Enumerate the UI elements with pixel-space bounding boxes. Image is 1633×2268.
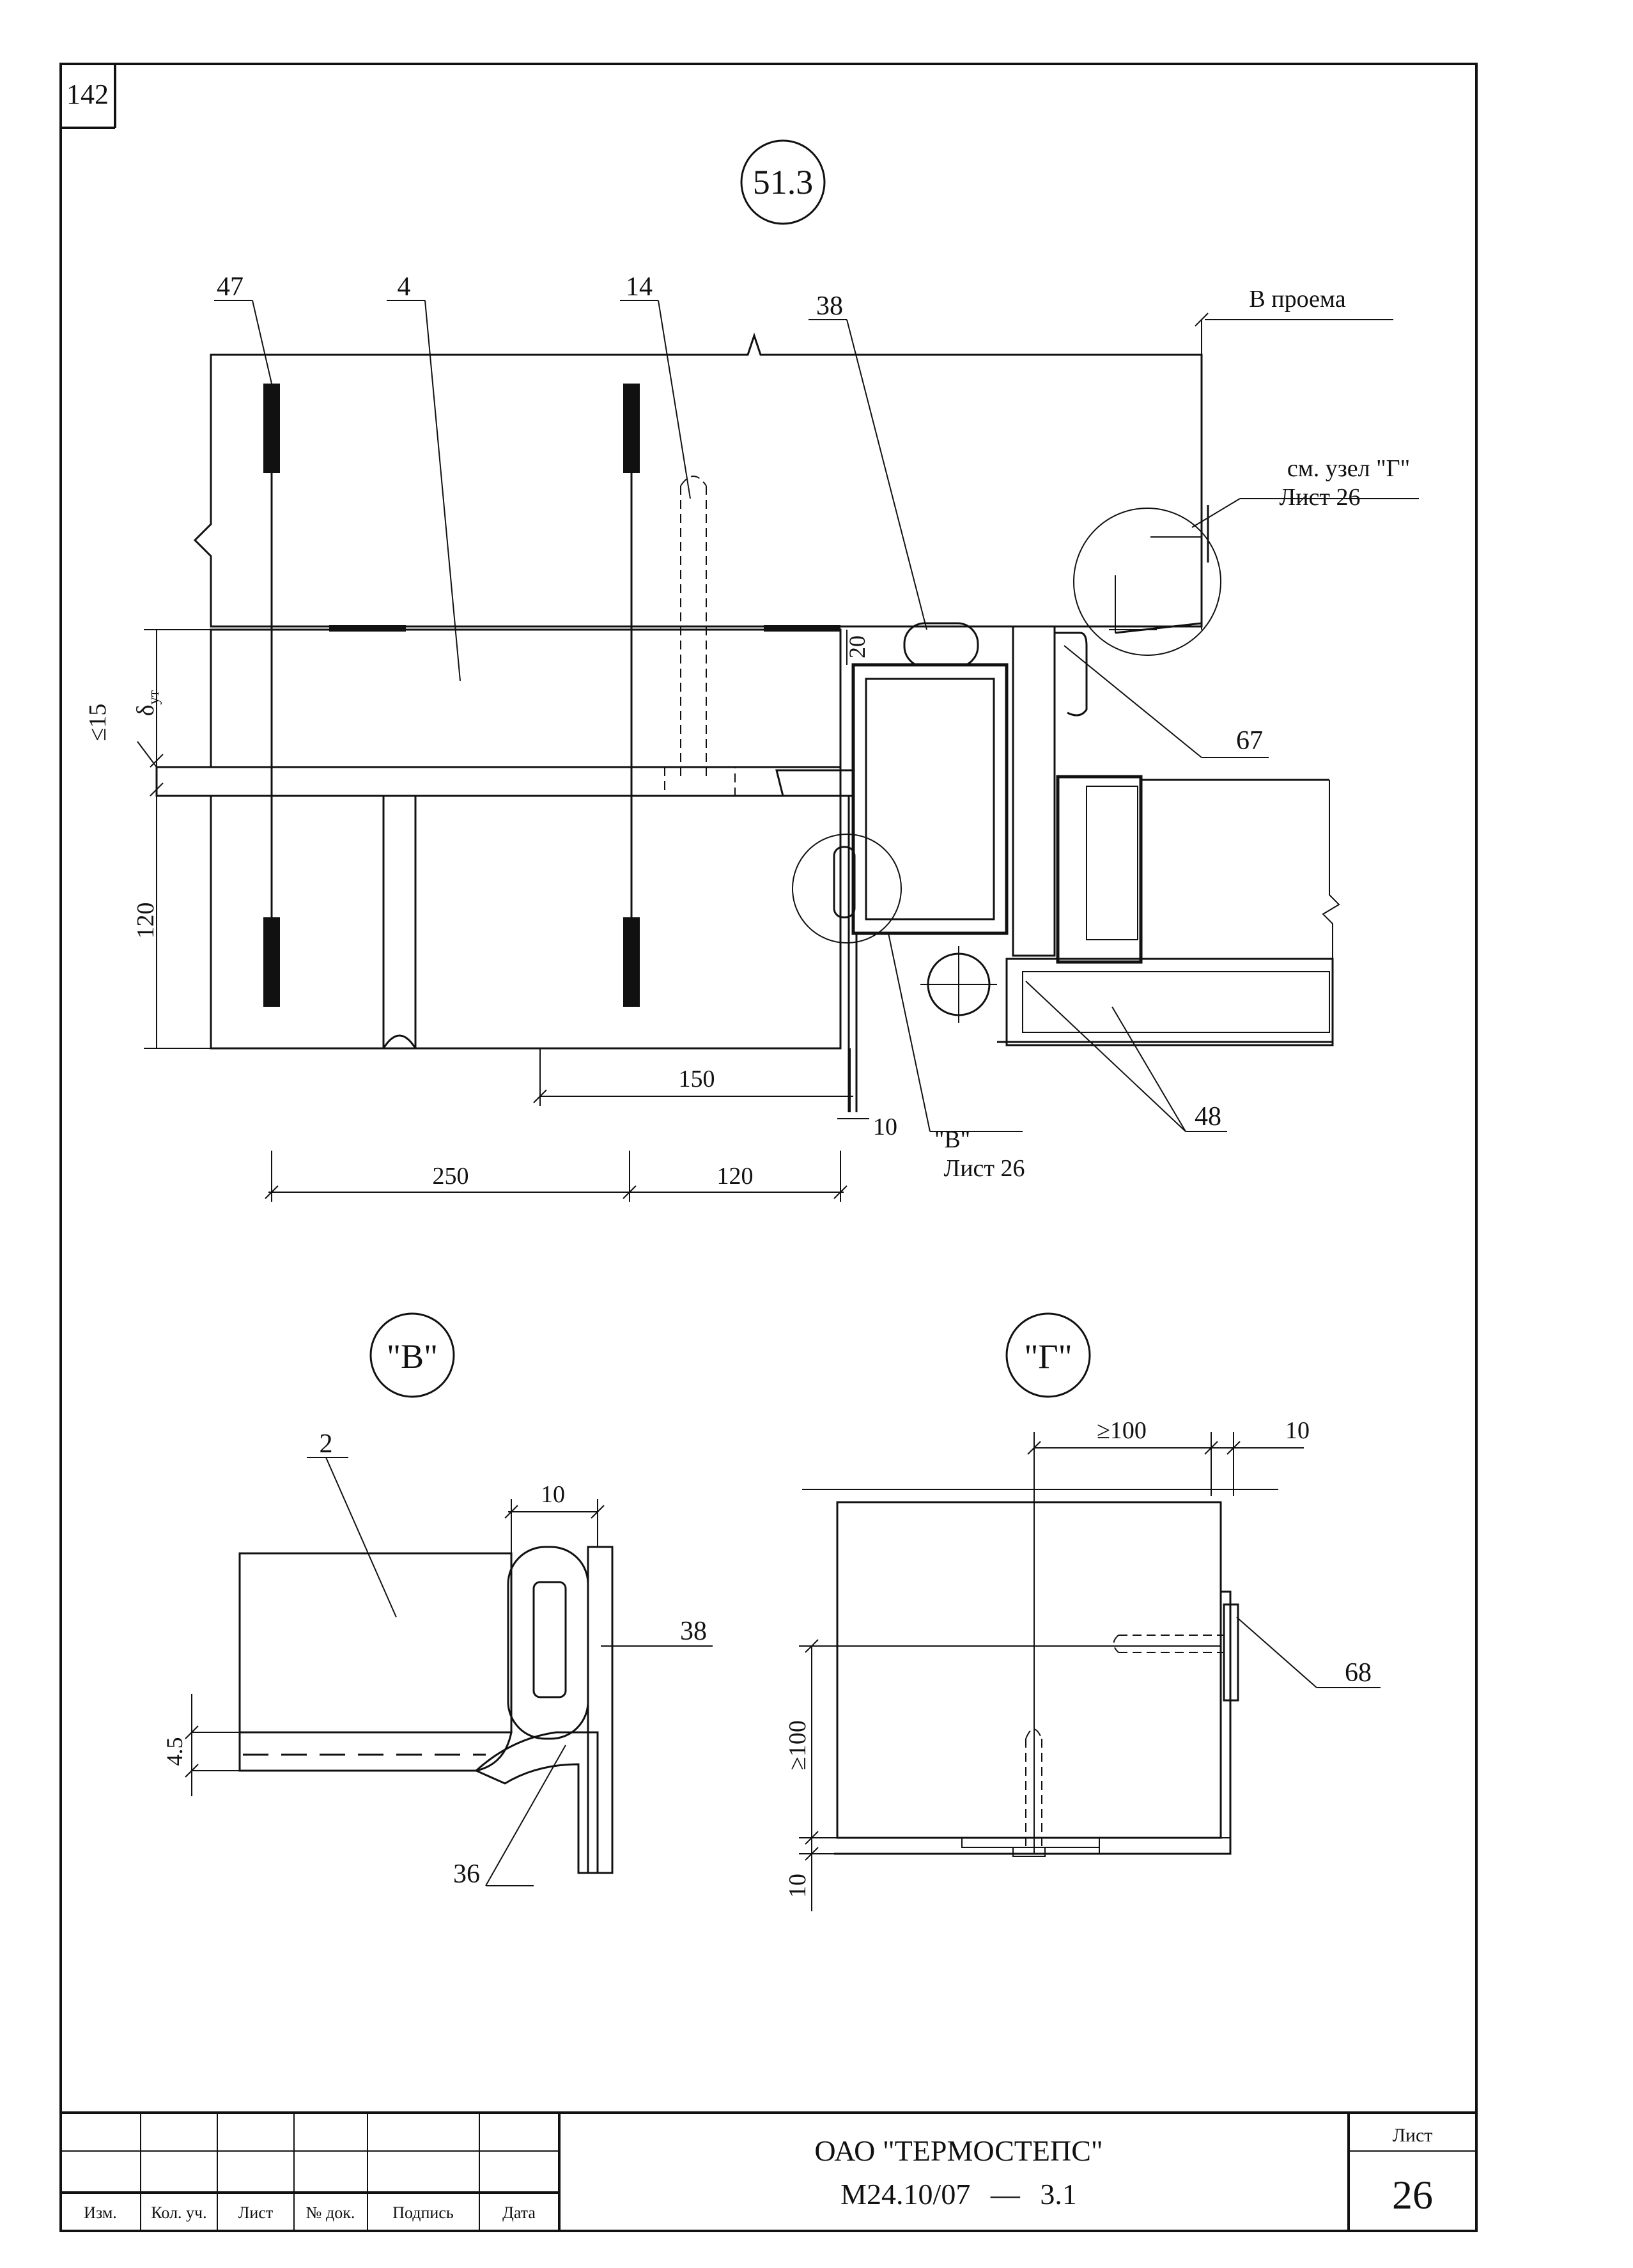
detail-g-callout-68: 68	[1345, 1658, 1372, 1688]
detail-g-dim-100-v: ≥100	[784, 1720, 811, 1770]
detail-g-title-circle	[1005, 1312, 1091, 1398]
callout-47: 47	[217, 272, 244, 302]
detail-ring-b	[792, 834, 902, 944]
inner-wall-section	[210, 795, 842, 1050]
sheet-frame	[59, 63, 1478, 2232]
insulation-layer	[210, 628, 842, 768]
dim-120-horizontal: 120	[717, 1163, 754, 1190]
outer-wall-section	[193, 332, 1203, 628]
leader-lines	[214, 300, 1419, 1132]
detail-g-dim-100-h: ≥100	[1097, 1417, 1147, 1444]
sill-insulation-48	[997, 958, 1334, 1046]
sealant-cord-38	[903, 622, 979, 668]
dim-15: ≤15	[84, 704, 111, 742]
dim-20: 20	[844, 635, 870, 658]
corner-page-number: 142	[66, 79, 109, 110]
detail-b-plate	[587, 1546, 614, 1874]
dim-delta-subscript: ут	[146, 690, 162, 704]
node-id-circle	[740, 139, 826, 225]
ref-b-line2: Лист 26	[943, 1155, 1025, 1182]
wall-ties	[263, 384, 840, 1007]
dim-150: 150	[679, 1066, 715, 1092]
ref-g-line2: Лист 26	[1279, 484, 1360, 511]
detail-b-callout-38: 38	[680, 1617, 707, 1646]
document-designation: М24.10/07 — 3.1	[840, 2178, 1077, 2210]
company-name: ОАО "ТЕРМОСТЕПС"	[814, 2134, 1103, 2167]
detail-b-plaster	[238, 1731, 513, 1772]
detail-b-dim-10: 10	[541, 1481, 565, 1508]
document-dash: —	[990, 2178, 1021, 2210]
document-code: М24.10/07	[840, 2178, 970, 2210]
anchor-dashed	[664, 476, 736, 796]
node-id-label: 51.3	[753, 163, 814, 201]
detail-b-callout-36: 36	[453, 1860, 480, 1889]
main-node: 51.3	[84, 139, 1419, 1202]
dim-delta-symbol: δ	[132, 704, 159, 716]
title-col-sign: Подпись	[392, 2203, 454, 2222]
dim-10: 10	[873, 1114, 897, 1140]
detail-g-wall	[836, 1501, 1222, 1839]
dimension-lines	[137, 313, 1209, 1202]
wood-insert	[1012, 625, 1056, 957]
opening-label: В проема	[1249, 286, 1345, 313]
dim-120-vertical: 120	[132, 903, 159, 939]
dim-250: 250	[433, 1163, 469, 1190]
detail-b-title: "В"	[387, 1337, 438, 1376]
ref-b-line1: "В"	[934, 1126, 970, 1153]
detail-b: "В" 2 38 36 10 4.5	[162, 1312, 713, 1889]
hinge-symbol	[920, 946, 997, 1023]
detail-g: "Г" 68 ≥100 10 ≥100 1	[784, 1312, 1381, 1911]
detail-g-flashing	[1099, 1837, 1231, 1854]
detail-b-sealant-38	[507, 1546, 589, 1740]
ref-g-line1: см. узел "Г"	[1287, 455, 1410, 482]
title-col-list: Лист	[238, 2203, 273, 2222]
dim-delta: δут	[132, 690, 162, 716]
callout-14: 14	[626, 272, 653, 302]
sheet-number: 26	[1392, 2172, 1433, 2218]
detail-g-dim-10-v: 10	[784, 1874, 811, 1898]
detail-b-sealant-36	[474, 1731, 599, 1874]
detail-g-dim-10-h: 10	[1285, 1417, 1310, 1444]
title-col-kol: Кол. уч.	[151, 2203, 206, 2222]
window-frame-profile	[851, 663, 1009, 935]
detail-b-dim-45: 4.5	[162, 1737, 187, 1766]
detail-ring-g	[1073, 508, 1221, 656]
callout-48: 48	[1195, 1102, 1221, 1131]
callout-4: 4	[398, 272, 411, 302]
sheet-label: Лист	[1393, 2125, 1433, 2146]
air-gap	[155, 766, 842, 797]
title-block	[61, 2111, 1476, 2231]
mortar-joint	[382, 795, 417, 1050]
detail-b-title-circle	[369, 1312, 455, 1398]
title-col-izm: Изм.	[84, 2203, 117, 2222]
callout-67: 67	[1236, 726, 1263, 756]
detail-g-title: "Г"	[1024, 1337, 1072, 1376]
window-sash	[1056, 775, 1340, 964]
document-section: 3.1	[1040, 2178, 1077, 2210]
detail-b-callout-2: 2	[320, 1429, 333, 1459]
callout-38-main: 38	[816, 291, 843, 321]
title-col-doc: № док.	[306, 2203, 355, 2222]
title-col-date: Дата	[502, 2203, 536, 2222]
detail-b-insulation	[238, 1552, 513, 1734]
